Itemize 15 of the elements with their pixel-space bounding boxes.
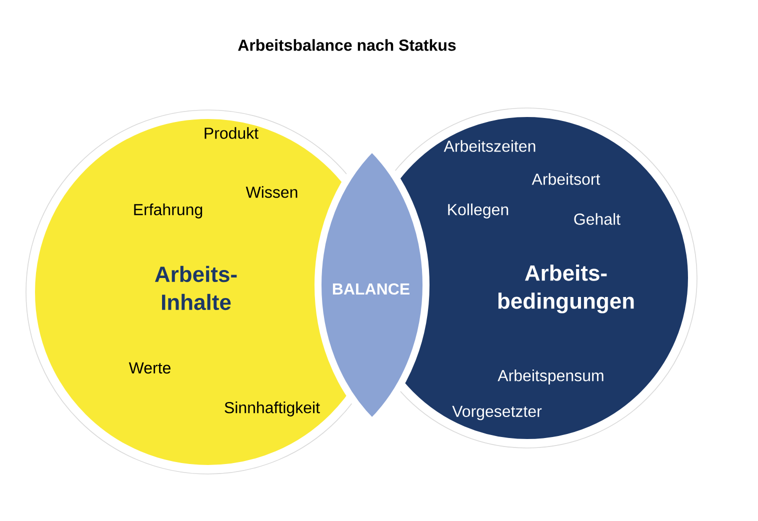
title: Arbeitsbalance nach Statkus — [238, 39, 456, 51]
keyword: Erfahrung — [134, 204, 202, 218]
circle-heading: BALANCE — [332, 283, 410, 295]
keyword: Werte — [128, 362, 170, 374]
circle-heading: Arbeits- bedingungen — [498, 264, 634, 314]
keyword: Gehalt — [574, 213, 620, 225]
keyword: Sinnhaftigkeit — [224, 402, 320, 416]
keyword: Arbeitszeiten — [444, 140, 536, 152]
keyword: Wissen — [246, 186, 298, 198]
keyword: Vorgesetzter — [452, 406, 542, 420]
keyword: Produkt — [204, 127, 258, 139]
keyword: Arbeitsort — [532, 173, 600, 185]
keyword: Arbeitspensum — [498, 370, 604, 384]
keyword: Kollegen — [448, 204, 508, 218]
circle-heading: Arbeits- Inhalte — [155, 266, 237, 310]
